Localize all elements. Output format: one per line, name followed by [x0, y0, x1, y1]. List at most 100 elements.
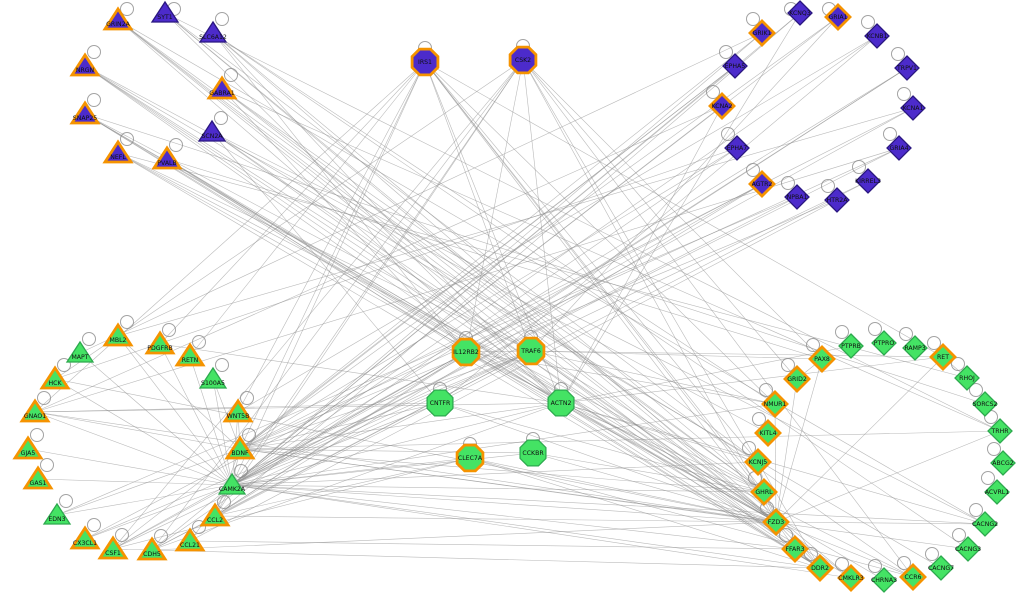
node-SORCS2[interactable]: SORCS2: [972, 391, 998, 417]
dia-node-shape: [837, 564, 865, 592]
node-GHRL[interactable]: GHRL: [750, 478, 778, 506]
edge: [231, 402, 562, 486]
self-loop-edge: [868, 559, 882, 573]
dia-node-shape: [987, 418, 1013, 444]
self-loop-edge: [897, 556, 911, 570]
node-RHOJ[interactable]: RHOJ: [954, 365, 980, 391]
tri-node-shape: [198, 20, 228, 43]
node-IRS1[interactable]: IRS1: [410, 47, 440, 77]
edge: [231, 35, 878, 486]
tri-node-shape: [199, 502, 231, 527]
edge: [775, 521, 914, 578]
edge: [231, 484, 852, 579]
self-loop-edge: [861, 15, 875, 29]
edge: [775, 521, 852, 579]
node-CACNG3[interactable]: CACNG3: [955, 536, 981, 562]
edge: [164, 12, 562, 404]
self-loop-edge: [804, 547, 818, 561]
node-TRHR[interactable]: TRHR: [987, 418, 1013, 444]
node-TRPV1[interactable]: TRPV1: [894, 55, 920, 81]
edge: [84, 484, 233, 540]
self-loop-edge: [162, 323, 176, 337]
node-KITLG[interactable]: KITL4: [754, 419, 782, 447]
node-KIRREL3[interactable]: KIRREL3: [855, 168, 881, 194]
node-GRID2[interactable]: GRID2: [783, 365, 811, 393]
dia-node-shape: [900, 95, 926, 121]
node-SYT1[interactable]: SYT1: [150, 0, 180, 23]
node-KCNJ5[interactable]: KCNJ5: [744, 448, 772, 476]
edge: [37, 478, 233, 486]
edge: [34, 411, 241, 450]
self-loop-edge: [899, 327, 913, 341]
node-GRIN2A[interactable]: GRIN2A: [102, 6, 134, 31]
edge: [424, 61, 777, 523]
edge: [56, 448, 241, 516]
edge: [34, 402, 562, 413]
edge: [151, 59, 524, 551]
edge: [522, 59, 821, 569]
node-TRAF6[interactable]: TRAF6: [516, 336, 546, 366]
tri-node-shape: [69, 52, 101, 77]
node-ACVRL1[interactable]: ACVRL1: [984, 479, 1010, 505]
node-GRIA4[interactable]: GRIA4: [886, 135, 912, 161]
node-KCNA2[interactable]: KCNA2: [708, 92, 736, 120]
edge: [775, 521, 986, 525]
node-IL12RB2[interactable]: IL12RB2: [451, 337, 481, 367]
node-NPBWR1[interactable]: NPBA1: [784, 184, 810, 210]
node-PTPRB[interactable]: PTPRB: [838, 333, 864, 359]
node-KCNB1[interactable]: KCNB1: [864, 23, 890, 49]
self-loop-edge: [169, 138, 183, 152]
edge: [231, 484, 777, 523]
dia-node-shape: [748, 19, 776, 47]
node-CMKLR1[interactable]: CMKLR3: [837, 564, 865, 592]
node-CLEC7A[interactable]: CLEC7A: [455, 443, 485, 473]
oct-node-shape: [410, 47, 440, 77]
dia-node-shape: [929, 343, 957, 371]
edge: [231, 32, 763, 486]
node-GRIA1[interactable]: GRIA1: [824, 3, 852, 31]
node-CACNG7[interactable]: CACNG7: [928, 555, 954, 581]
self-loop-edge: [154, 529, 168, 543]
edge: [112, 457, 471, 550]
self-loop-edge: [746, 163, 760, 177]
self-loop-edge: [706, 85, 720, 99]
node-ACTN2[interactable]: ACTN2: [547, 389, 575, 417]
edge: [34, 105, 723, 413]
edge: [231, 484, 986, 525]
edge: [212, 378, 233, 486]
edge: [530, 350, 944, 358]
dia-node-shape: [761, 390, 789, 418]
node-CNTFR[interactable]: CNTFR: [426, 389, 454, 417]
node-PTPRO[interactable]: PTPRO: [871, 330, 897, 356]
dia-node-shape: [902, 335, 928, 361]
edge: [530, 350, 777, 523]
self-loop-edge: [779, 528, 793, 542]
edge: [465, 67, 908, 353]
dia-node-shape: [748, 170, 776, 198]
self-loop-edge: [30, 428, 44, 442]
node-EPHA5[interactable]: EPHA5: [722, 53, 748, 79]
self-loop-edge: [242, 428, 256, 442]
edge: [231, 65, 736, 486]
node-KCNQ3[interactable]: KCNQ3: [787, 0, 813, 26]
self-loop-edge: [37, 391, 51, 405]
dia-node-shape: [838, 333, 864, 359]
oct-node-shape: [426, 389, 454, 417]
self-loop-edge: [87, 93, 101, 107]
node-KCNA1[interactable]: KCNA1: [900, 95, 926, 121]
node-CCR6[interactable]: CCR6: [899, 563, 927, 591]
edge: [117, 335, 233, 486]
dia-node-shape: [894, 55, 920, 81]
node-CCKBR[interactable]: CCKBR: [519, 439, 547, 467]
edge: [469, 457, 914, 578]
node-CACNG2[interactable]: CACNG2: [972, 511, 998, 537]
self-loop-edge: [234, 464, 248, 478]
self-loop-edge: [721, 127, 735, 141]
node-ABCG2[interactable]: ABCG2: [990, 450, 1016, 476]
edge: [231, 61, 426, 486]
edge: [54, 378, 233, 486]
node-GRIK1[interactable]: GRIK1: [748, 19, 776, 47]
edge: [214, 183, 763, 517]
node-CSK[interactable]: CSK2: [508, 45, 538, 75]
